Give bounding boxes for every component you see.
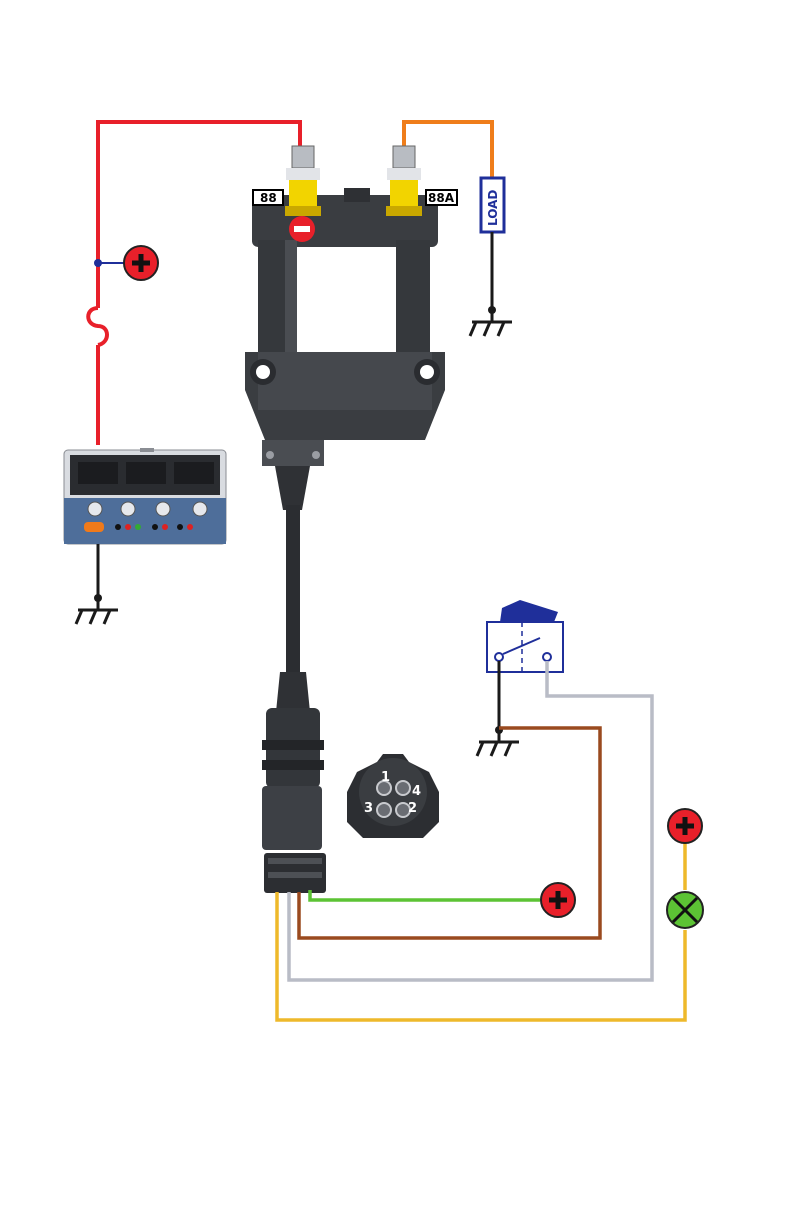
terminal-88a-text: 88A bbox=[428, 191, 455, 205]
ground-icon bbox=[76, 594, 118, 624]
connector-sleeve bbox=[262, 786, 322, 850]
load-box: LOAD bbox=[481, 178, 504, 232]
plus-badge-icon bbox=[124, 246, 158, 280]
connector-ring bbox=[262, 740, 324, 750]
fuse-icon bbox=[88, 308, 107, 345]
terminal-post-left bbox=[285, 146, 321, 216]
plus-badge-icon bbox=[668, 809, 702, 843]
terminal-post-right bbox=[386, 146, 422, 216]
ground-icon bbox=[470, 306, 512, 336]
pin-2-label: 2 bbox=[408, 801, 417, 816]
terminal-88-text: 88 bbox=[260, 191, 277, 205]
green-wire bbox=[310, 890, 540, 900]
cable bbox=[286, 505, 300, 675]
lamp-icon bbox=[667, 892, 703, 928]
power-supply-icon bbox=[64, 448, 226, 544]
cable-boot bbox=[276, 672, 310, 712]
grey-wire bbox=[289, 661, 652, 980]
yellow-wire bbox=[277, 892, 685, 1020]
relay-icon bbox=[245, 188, 445, 466]
cable-taper bbox=[275, 466, 310, 510]
terminal-label-88: 88 bbox=[253, 190, 283, 205]
ground-icon bbox=[477, 726, 519, 756]
plus-badge-icon bbox=[541, 883, 575, 917]
connector-face-icon: 1 2 3 4 bbox=[347, 754, 439, 838]
terminal-label-88a: 88A bbox=[426, 190, 457, 205]
connector-rib bbox=[268, 872, 322, 878]
pin-4-label: 4 bbox=[412, 784, 421, 799]
pin-3-label: 3 bbox=[364, 801, 373, 816]
connector-rib bbox=[268, 858, 322, 864]
connector-ring bbox=[262, 760, 324, 770]
load-label: LOAD bbox=[486, 190, 500, 226]
pin-1-label: 1 bbox=[381, 770, 390, 785]
